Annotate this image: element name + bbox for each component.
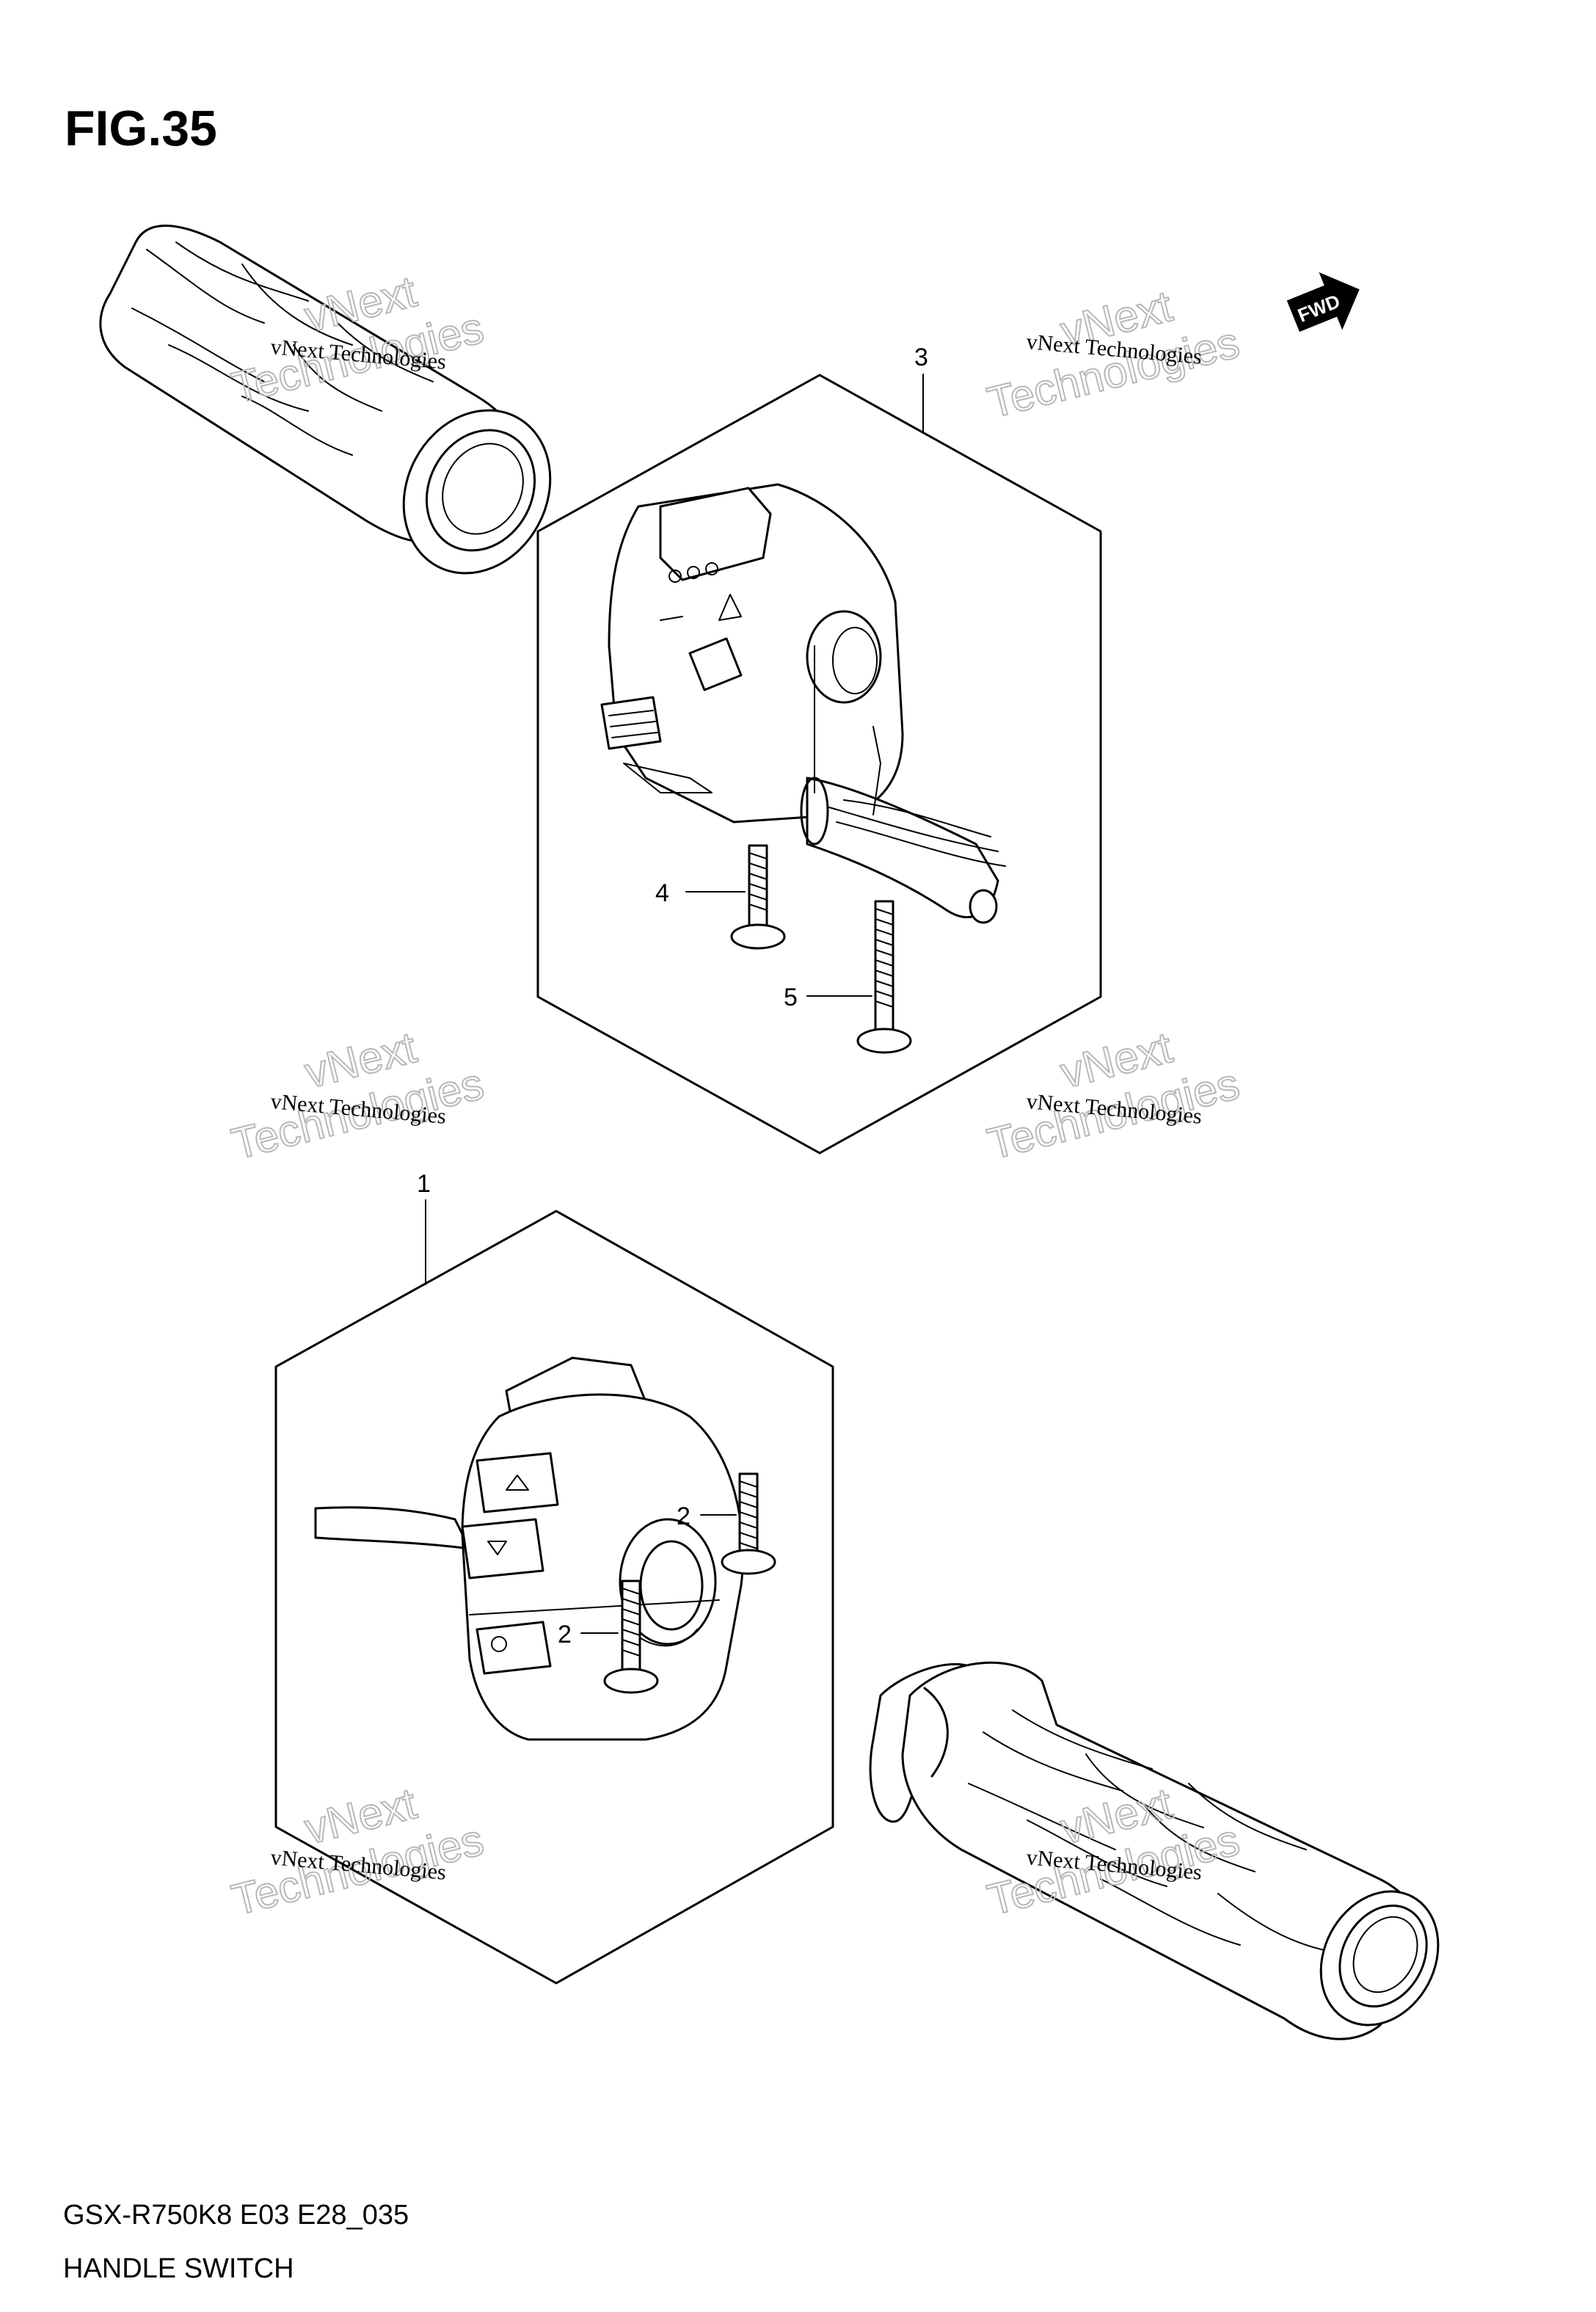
- callout-1: 1: [417, 1170, 431, 1198]
- fwd-arrow-icon: FWD: [1286, 272, 1360, 332]
- part-1-assembly: 1 2 2: [274, 1170, 834, 1985]
- caption-code: GSX-R750K8 E03 E28_035: [63, 2200, 409, 2231]
- screw-icon: [603, 1579, 659, 1694]
- callout-5: 5: [784, 984, 798, 1011]
- screw-icon: [730, 844, 786, 950]
- handle-switch-right-icon: [600, 483, 1006, 924]
- figure-title: FIG.35: [65, 101, 217, 156]
- callout-2b: 2: [558, 1621, 572, 1648]
- grip-right-icon: [869, 1661, 1440, 2040]
- grip-left-icon: [99, 225, 552, 575]
- screw-icon: [856, 900, 912, 1054]
- screw-icon: [721, 1472, 776, 1575]
- callout-2a: 2: [677, 1502, 690, 1530]
- part-3-assembly: 3 4: [536, 343, 1102, 1155]
- callout-3: 3: [914, 343, 928, 371]
- handle-switch-left-icon: [314, 1356, 744, 1741]
- caption-name: HANDLE SWITCH: [63, 2253, 294, 2284]
- callout-4: 4: [655, 879, 669, 907]
